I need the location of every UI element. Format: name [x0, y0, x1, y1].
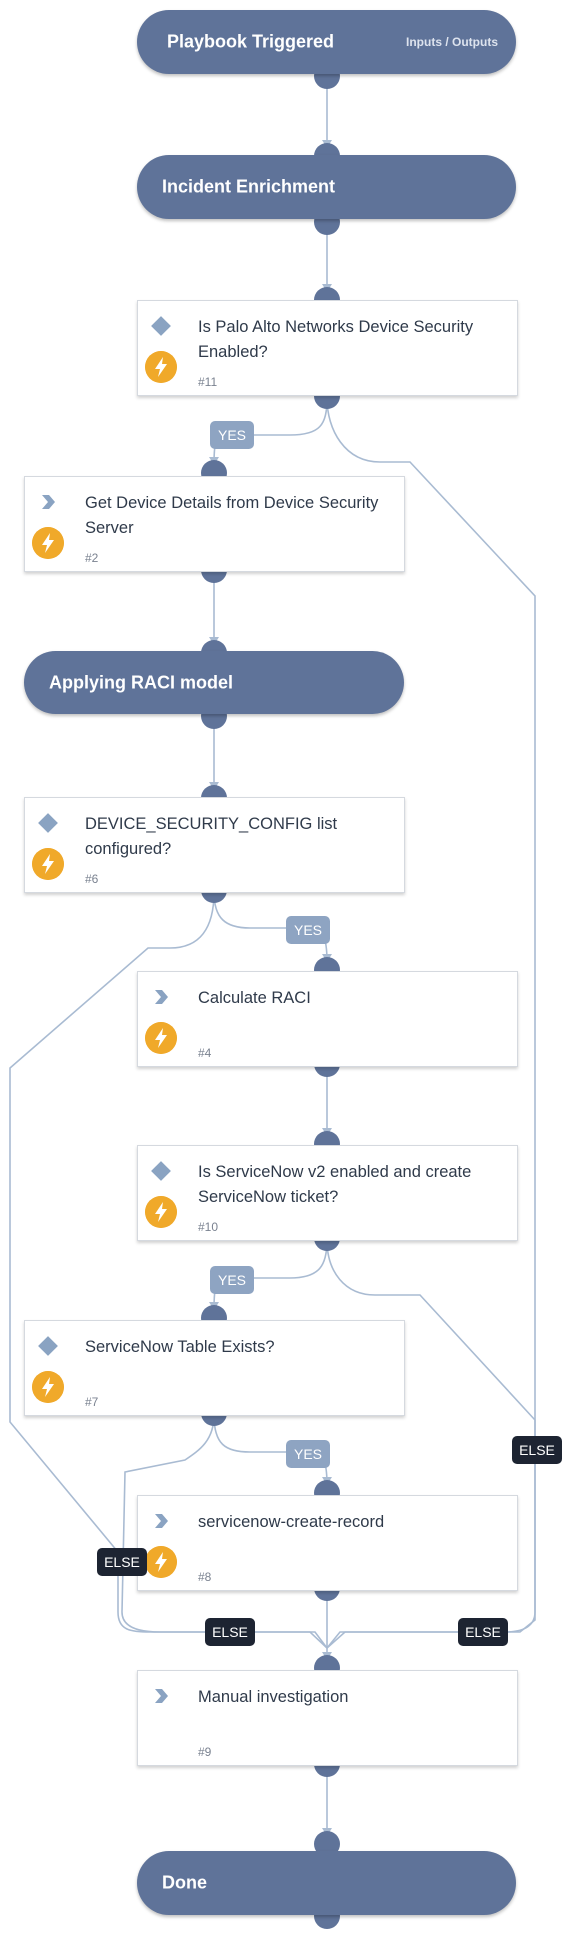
incident-enrichment-node[interactable]: Incident Enrichment	[137, 155, 516, 219]
task-2[interactable]: Get Device Details from Device Security …	[24, 476, 405, 572]
diamond-icon	[151, 1161, 171, 1181]
chevron-icon	[155, 1514, 168, 1528]
edge-t6-else	[9, 891, 328, 1649]
lightning-icon	[32, 848, 64, 880]
task-title: Manual investigation	[198, 1688, 349, 1706]
inputs-outputs-link[interactable]: Inputs / Outputs	[406, 35, 498, 49]
task-number: #7	[85, 1395, 99, 1409]
yes-label[interactable]: YES	[210, 421, 254, 449]
chevron-icon	[42, 495, 55, 509]
edge-t7-else	[121, 1414, 328, 1649]
playbook-triggered-node[interactable]: Playbook Triggered Inputs / Outputs	[137, 10, 516, 74]
applying-raci-section-node[interactable]: Applying RACI model	[24, 651, 404, 714]
lightning-icon	[32, 527, 64, 559]
task-title: servicenow-create-record	[198, 1513, 385, 1531]
lightning-icon	[145, 1196, 177, 1228]
task-number: #11	[198, 375, 218, 389]
lightning-icon	[32, 1371, 64, 1403]
task-9[interactable]: Manual investigation #9	[137, 1670, 518, 1766]
task-11[interactable]: Is Palo Alto Networks Device Security En…	[137, 300, 518, 396]
node-title: Applying RACI model	[49, 672, 233, 692]
chevron-icon	[155, 1689, 168, 1703]
task-number: #10	[198, 1220, 219, 1234]
done-node[interactable]: Done	[137, 1851, 516, 1915]
task-4[interactable]: Calculate RACI #4	[137, 971, 518, 1067]
task-title: DEVICE_SECURITY_CONFIG list configured?	[85, 815, 338, 858]
task-title: ServiceNow Table Exists?	[85, 1338, 275, 1356]
yes-label[interactable]: YES	[286, 1440, 330, 1468]
task-title: Is Palo Alto Networks Device Security En…	[198, 318, 474, 361]
task-number: #9	[198, 1745, 212, 1759]
node-title: Playbook Triggered	[167, 31, 335, 52]
else-label[interactable]: ELSE	[205, 1618, 255, 1646]
task-10[interactable]: Is ServiceNow v2 enabled and create Serv…	[137, 1145, 518, 1241]
else-label[interactable]: ELSE	[512, 1436, 562, 1464]
task-7[interactable]: ServiceNow Table Exists? #7	[24, 1320, 405, 1416]
task-8[interactable]: servicenow-create-record #8	[137, 1495, 518, 1591]
task-number: #4	[198, 1046, 212, 1060]
yes-label[interactable]: YES	[286, 916, 330, 944]
port-dot	[314, 1831, 340, 1857]
task-title: Get Device Details from Device Security …	[85, 494, 379, 537]
task-6[interactable]: DEVICE_SECURITY_CONFIG list configured? …	[24, 797, 405, 893]
task-number: #6	[85, 872, 99, 886]
task-number: #8	[198, 1570, 212, 1584]
yes-label[interactable]: YES	[210, 1266, 254, 1294]
node-title: Done	[162, 1872, 207, 1893]
node-title: Incident Enrichment	[162, 176, 336, 197]
diamond-icon	[38, 1336, 58, 1356]
edge-t10-else	[326, 1239, 536, 1649]
lightning-icon	[145, 1022, 177, 1054]
diamond-icon	[38, 813, 58, 833]
else-label[interactable]: ELSE	[97, 1548, 147, 1576]
lightning-icon	[145, 1546, 177, 1578]
else-label[interactable]: ELSE	[458, 1618, 508, 1646]
task-title: Calculate RACI	[198, 989, 311, 1007]
chevron-icon	[155, 990, 168, 1004]
task-number: #2	[85, 551, 99, 565]
lightning-icon	[145, 351, 177, 383]
diamond-icon	[151, 316, 171, 336]
task-title: Is ServiceNow v2 enabled and create Serv…	[198, 1163, 472, 1206]
